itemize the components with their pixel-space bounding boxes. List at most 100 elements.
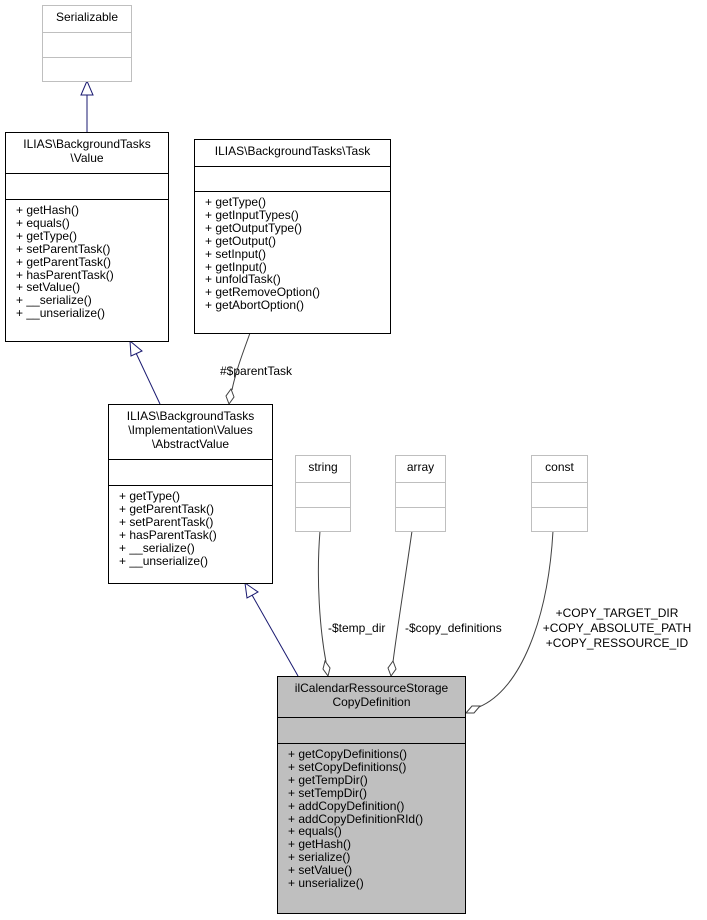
- attributes-section: [396, 482, 445, 507]
- title-line: ilCalendarRessourceStorage: [294, 681, 449, 695]
- attributes-section: [532, 482, 587, 507]
- method-item: + getCopyDefinitions(): [288, 747, 408, 761]
- title-line: CopyDefinition: [332, 695, 411, 709]
- composition-diamond-icon: [225, 387, 235, 406]
- inheritance-arrow-icon: [244, 581, 259, 599]
- method-item: + getType(): [205, 195, 267, 209]
- class-title: ILIAS\BackgroundTasks \Implementation\Va…: [109, 405, 272, 459]
- title-line: \Value: [70, 151, 104, 165]
- const-label: +COPY_RESSOURCE_ID: [545, 636, 689, 650]
- methods-section: [532, 507, 587, 531]
- title-line: Serializable: [55, 10, 119, 24]
- method-item: + addCopyDefinition(): [288, 798, 405, 813]
- attributes-section: [109, 459, 272, 485]
- inheritance-arrow-icon: [80, 79, 94, 96]
- class-title: ILIAS\BackgroundTasks \Value: [6, 133, 168, 173]
- method-item: + getType(): [16, 228, 78, 243]
- methods-section: [43, 57, 131, 81]
- method-item: + setValue(): [288, 863, 353, 878]
- class-task[interactable]: ILIAS\BackgroundTasks\Task + getType()+ …: [194, 139, 391, 334]
- method-item: + __unserialize(): [119, 553, 209, 568]
- method-item: + getRemoveOption(): [205, 285, 321, 300]
- class-const[interactable]: const: [531, 455, 588, 532]
- method-item: + setValue(): [16, 280, 81, 295]
- method-item: + getHash(): [16, 203, 80, 217]
- method-item: + __serialize(): [119, 540, 195, 555]
- class-serializable[interactable]: Serializable: [42, 5, 132, 82]
- method-item: + unserialize(): [288, 876, 364, 891]
- attributes-section: [278, 717, 465, 743]
- class-main[interactable]: ilCalendarRessourceStorage CopyDefinitio…: [277, 676, 466, 914]
- class-title: Serializable: [43, 6, 131, 32]
- method-item: + getTempDir(): [288, 772, 368, 787]
- edge-const-main: [478, 530, 554, 708]
- method-item: + equals(): [288, 824, 342, 839]
- edge-label-consts: +COPY_TARGET_DIR +COPY_ABSOLUTE_PATH +CO…: [532, 606, 702, 651]
- method-item: + __unserialize(): [16, 306, 106, 321]
- edge-task-abstractvalue: [231, 332, 251, 391]
- method-item: + setParentTask(): [119, 514, 214, 529]
- method-item: + serialize(): [288, 850, 351, 865]
- class-array[interactable]: array: [395, 455, 446, 532]
- method-item: + getOutputType(): [205, 220, 303, 235]
- title-line: ILIAS\BackgroundTasks: [126, 409, 255, 423]
- composition-diamond-icon: [464, 705, 482, 714]
- edge-abstractvalue-value: [135, 352, 161, 405]
- method-item: + setCopyDefinitions(): [288, 759, 407, 774]
- class-abstract-value[interactable]: ILIAS\BackgroundTasks \Implementation\Va…: [108, 404, 273, 584]
- method-item: + __serialize(): [16, 293, 92, 308]
- edge-array-main: [392, 530, 413, 663]
- attributes-section: [43, 32, 131, 57]
- method-item: + equals(): [16, 215, 70, 230]
- edge-string-main: [317, 530, 327, 663]
- attributes-section: [296, 482, 350, 507]
- edge-label-parent-task: #$parentTask: [220, 364, 293, 378]
- method-item: + getInput(): [205, 259, 267, 274]
- title-line: \AbstractValue: [151, 437, 230, 451]
- edge-main-abstractvalue: [251, 594, 299, 677]
- method-item: + setInput(): [205, 246, 267, 261]
- title-line: array: [406, 460, 435, 474]
- method-item: + getAbortOption(): [205, 298, 305, 313]
- title-line: ILIAS\BackgroundTasks: [23, 137, 151, 151]
- edge-label-temp-dir: -$temp_dir: [328, 621, 386, 635]
- title-line: \Implementation\Values: [128, 423, 253, 437]
- class-value[interactable]: ILIAS\BackgroundTasks \Value + getHash()…: [5, 132, 169, 342]
- method-item: + hasParentTask(): [16, 267, 114, 282]
- method-item: + getHash(): [288, 837, 352, 852]
- const-label: +COPY_TARGET_DIR: [555, 606, 679, 620]
- methods-section: + getHash()+ equals()+ getType()+ setPar…: [6, 199, 168, 341]
- method-item: + getOutput(): [205, 233, 277, 248]
- edge-label-copy-definitions: -$copy_definitions: [405, 621, 502, 635]
- methods-section: + getCopyDefinitions()+ setCopyDefinitio…: [278, 743, 465, 913]
- class-title: ilCalendarRessourceStorage CopyDefinitio…: [278, 677, 465, 717]
- class-string[interactable]: string: [295, 455, 351, 532]
- method-item: + getParentTask(): [16, 254, 112, 269]
- method-item: + hasParentTask(): [119, 527, 217, 542]
- title-line: ILIAS\BackgroundTasks\Task: [214, 144, 371, 158]
- class-title: array: [396, 456, 445, 482]
- composition-diamond-icon: [322, 659, 331, 678]
- title-line: const: [545, 460, 574, 474]
- methods-section: + getType()+ getInputTypes()+ getOutputT…: [195, 191, 390, 333]
- const-label: +COPY_ABSOLUTE_PATH: [542, 621, 692, 635]
- class-title: string: [296, 456, 350, 482]
- attributes-section: [195, 166, 390, 191]
- class-title: const: [532, 456, 587, 482]
- title-line: string: [308, 460, 338, 474]
- method-item: + setTempDir(): [288, 785, 368, 800]
- class-title: ILIAS\BackgroundTasks\Task: [195, 140, 390, 166]
- methods-section: [296, 507, 350, 531]
- methods-section: [396, 507, 445, 531]
- method-item: + getType(): [119, 489, 181, 503]
- method-item: + getInputTypes(): [205, 207, 299, 222]
- method-item: + unfoldTask(): [205, 272, 281, 287]
- inheritance-arrow-icon: [129, 339, 143, 357]
- method-item: + addCopyDefinitionRId(): [288, 811, 424, 826]
- attributes-section: [6, 173, 168, 199]
- method-item: + setParentTask(): [16, 241, 111, 256]
- composition-diamond-icon: [387, 659, 397, 678]
- method-item: + getParentTask(): [119, 501, 215, 516]
- methods-section: + getType()+ getParentTask()+ setParentT…: [109, 485, 272, 583]
